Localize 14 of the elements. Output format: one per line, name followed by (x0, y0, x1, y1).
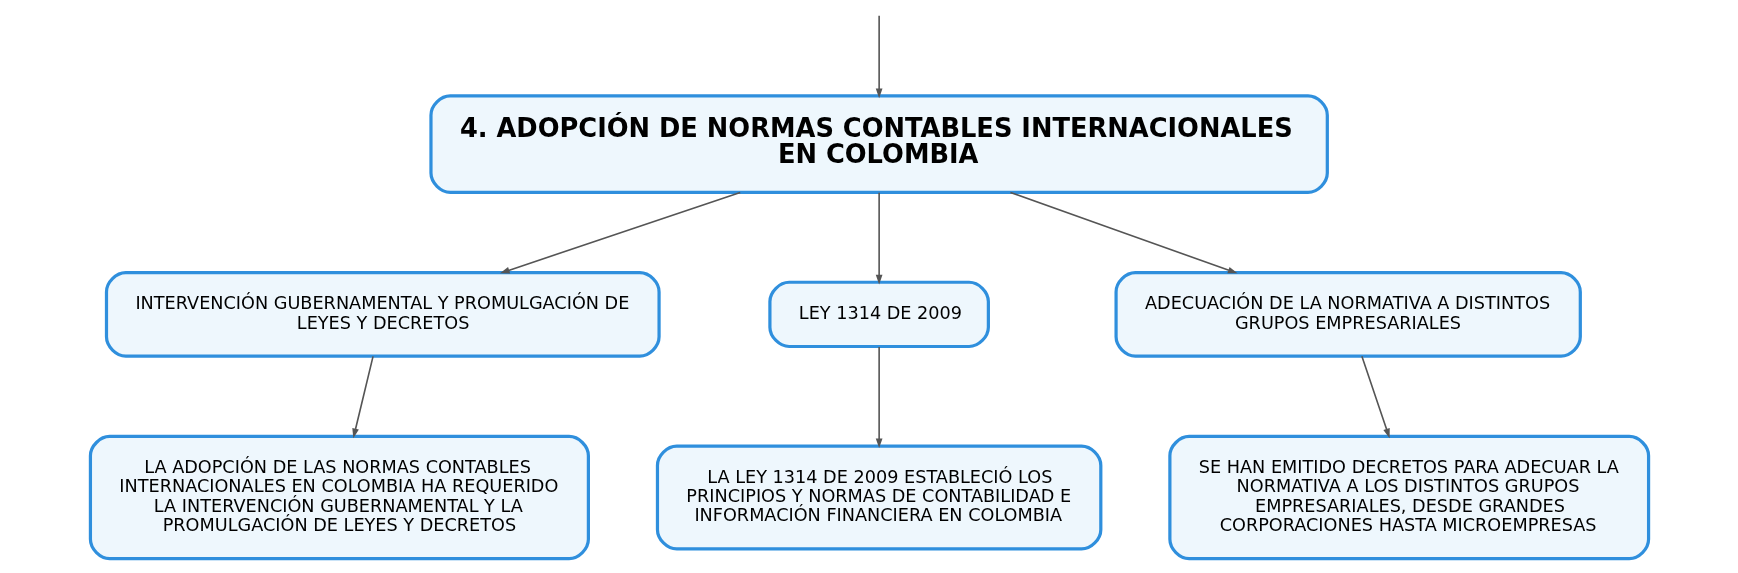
node-box: 4. ADOPCIÓN DE NORMAS CONTABLES INTERNACIONALES EN COLOMBIA (428, 94, 1329, 194)
arrow (1360, 355, 1390, 439)
node-box: LA ADOPCIÓN DE LAS NORMAS CONTABLES INTERNACIONALES EN COLOMBIA HA REQUERIDO LA INTERVENCIÓN GUBERNAMENTAL Y LA PROMULGACIÓN DE LEYES Y DECRETOS (88, 434, 590, 561)
node-box: LA LEY 1314 DE 2009 ESTABLECIÓ LOS PRINCIPIOS Y NORMAS DE CONTABILIDAD E INFORMACIÓN FINANCIERA EN COLOMBIA (655, 444, 1102, 551)
node-box: ADECUACIÓN DE LA NORMATIVA A DISTINTOS GRUPOS EMPRESARIALES (1113, 271, 1582, 358)
node-box: SE HAN EMITIDO DECRETOS PARA ADECUAR LA NORMATIVA A LOS DISTINTOS GRUPOS EMPRESARIALES, DESDE GRANDES CORPORACIONES HASTA MICROEMPRESAS (1167, 434, 1650, 561)
arrow (875, 346, 883, 449)
arrow (499, 191, 741, 274)
node-box: LEY 1314 DE 2009 (767, 280, 990, 349)
arrow (875, 14, 883, 99)
arrow (875, 191, 883, 285)
arrow (1009, 191, 1238, 274)
arrow (351, 355, 374, 439)
node-box: INTERVENCIÓN GUBERNAMENTAL Y PROMULGACIÓN DE LEYES Y DECRETOS (104, 271, 661, 358)
